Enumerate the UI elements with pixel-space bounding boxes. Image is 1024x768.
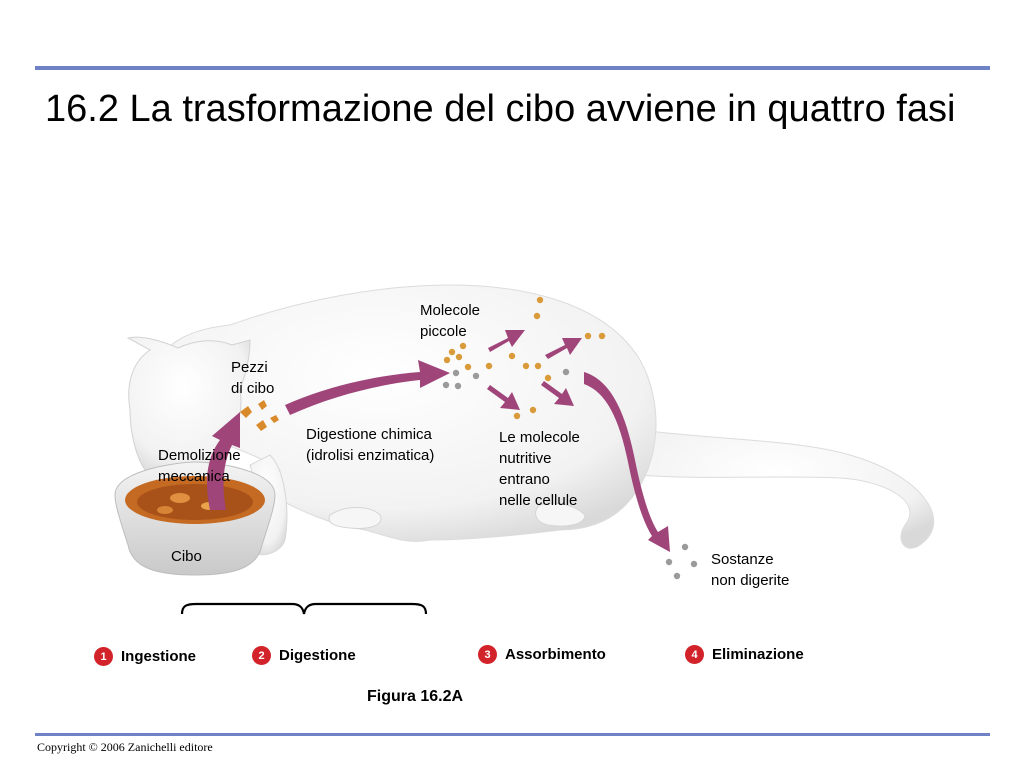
step-label: Ingestione [121, 648, 197, 665]
step-assorbimento: 3 Assorbimento [478, 645, 606, 664]
slide-title: 16.2 La trasformazione del cibo avviene … [45, 88, 956, 130]
step-eliminazione: 4 Eliminazione [685, 645, 804, 664]
label-demolizione-meccanica: Demolizione meccanica [158, 447, 241, 485]
step-number-badge: 1 [94, 647, 113, 666]
step-label: Digestione [279, 647, 356, 664]
figure-caption: Figura 16.2A [367, 688, 464, 705]
step-label: Assorbimento [505, 646, 606, 663]
label-digestione-chimica: Digestione chimica (idrolisi enzimatica) [306, 426, 435, 464]
label-molecole-nutritive: Le molecole nutritive entrano nelle cell… [499, 429, 580, 509]
step-label: Eliminazione [712, 646, 804, 663]
label-molecole-piccole: Molecole piccole [420, 302, 481, 340]
step-ingestione: 1 Ingestione [94, 647, 196, 666]
step-number-badge: 2 [252, 646, 271, 665]
nutrient-molecules [443, 296, 606, 420]
undigested-particles [442, 368, 698, 580]
food-bowl [114, 461, 276, 576]
bottom-rule [35, 733, 990, 736]
top-rule [35, 66, 990, 70]
copyright-footer: Copyright © 2006 Zanichelli editore [37, 740, 213, 754]
label-pezzi-di-cibo: Pezzi di cibo [231, 359, 275, 397]
step-digestione: 2 Digestione [252, 646, 356, 665]
label-sostanze-non-digerite: Sostanze non digerite [711, 551, 790, 589]
step-number-badge: 3 [478, 645, 497, 664]
process-arrows [207, 330, 670, 552]
stages-brace [180, 602, 428, 615]
label-cibo: Cibo [171, 548, 202, 565]
food-pieces [240, 400, 279, 431]
step-number-badge: 4 [685, 645, 704, 664]
